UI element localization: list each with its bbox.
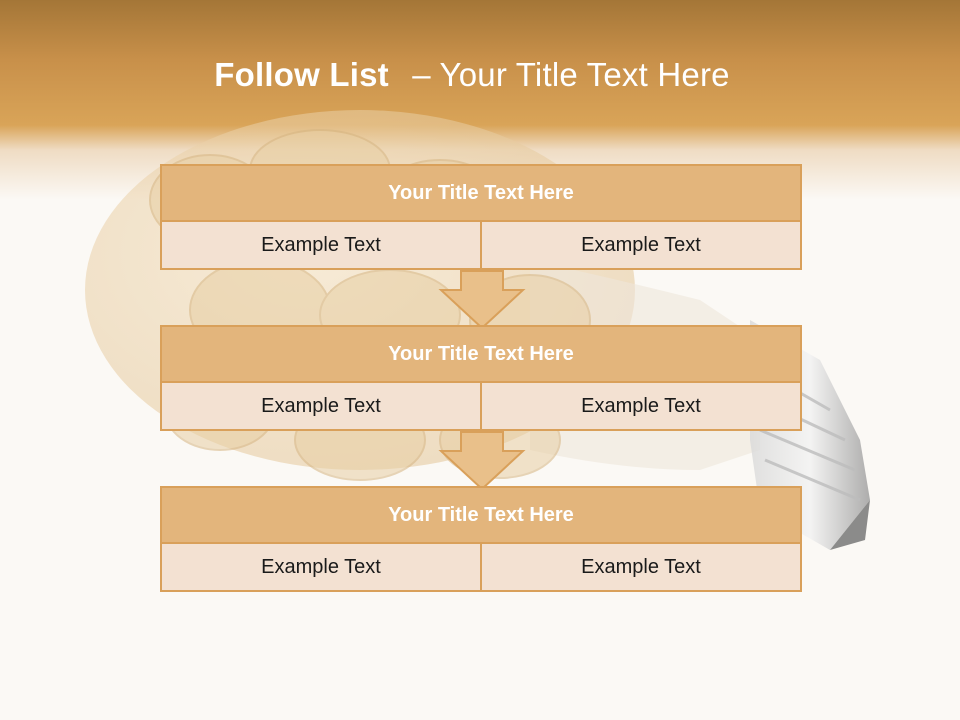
slide-title: Follow List – Your Title Text Here: [0, 56, 944, 94]
list-block-1: Your Title Text Here Example Text Exampl…: [160, 164, 802, 270]
block-cell-left: Example Text: [261, 233, 381, 256]
block-cell-right: Example Text: [480, 383, 800, 429]
block-cell-right: Example Text: [480, 544, 800, 590]
down-arrow-icon: [438, 270, 526, 330]
title-bold: Follow List: [214, 56, 389, 93]
down-arrow-icon: [438, 431, 526, 491]
block-title: Your Title Text Here: [160, 325, 802, 381]
block-title: Your Title Text Here: [160, 164, 802, 220]
list-block-3: Your Title Text Here Example Text Exampl…: [160, 486, 802, 592]
block-cell-right: Example Text: [480, 222, 800, 268]
title-rest: Your Title Text Here: [439, 56, 730, 93]
block-row: Example Text Example Text: [160, 542, 802, 592]
block-row: Example Text Example Text: [160, 381, 802, 431]
block-title: Your Title Text Here: [160, 486, 802, 542]
block-cell-left: Example Text: [261, 394, 381, 417]
list-block-2: Your Title Text Here Example Text Exampl…: [160, 325, 802, 431]
block-row: Example Text Example Text: [160, 220, 802, 270]
title-separator: –: [412, 56, 431, 93]
block-cell-left: Example Text: [261, 555, 381, 578]
